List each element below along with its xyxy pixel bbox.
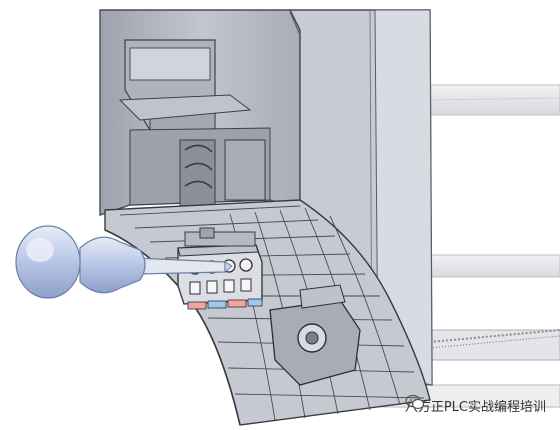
wechat-icon [405, 394, 424, 410]
marker-blue-2 [247, 298, 263, 307]
watermark: 八方正PLC实战编程培训 [405, 394, 546, 416]
plc-module-housing [99, 9, 433, 386]
release-lever [269, 284, 361, 386]
terminal-color-markers [187, 298, 263, 310]
marker-red-2 [227, 299, 247, 308]
marker-blue-1 [207, 300, 227, 309]
marker-red-1 [187, 301, 207, 310]
screwdriver-icon [15, 225, 233, 299]
watermark-text: 八方正PLC实战编程培训 [404, 399, 546, 415]
